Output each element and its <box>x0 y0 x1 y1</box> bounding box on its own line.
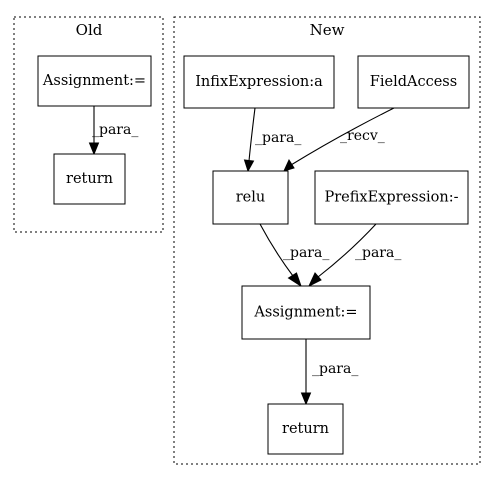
node-old-return: return <box>53 153 126 205</box>
edge-label: _para_ <box>355 245 401 261</box>
cluster-new: New <box>173 16 481 465</box>
edge-old-assignment-to-return: _para_ <box>88 106 138 156</box>
cluster-old: Old <box>13 16 164 233</box>
node-prefix-expression: PrefixExpression:- <box>314 170 469 225</box>
node-new-return: return <box>267 403 344 455</box>
edge-field-to-relu: _recv_ <box>283 107 395 172</box>
svg-text:return: return <box>66 171 113 187</box>
edge-infix-to-relu: _para_ <box>243 107 301 173</box>
edge-label: _recv_ <box>340 128 385 144</box>
svg-text:PrefixExpression:-: PrefixExpression:- <box>324 190 458 206</box>
node-relu: relu <box>212 170 289 225</box>
cluster-old-title: Old <box>76 21 103 39</box>
node-infix-expression: InfixExpression:a <box>183 55 335 109</box>
cluster-new-title: New <box>310 21 345 39</box>
edge-label: _para_ <box>312 361 358 377</box>
edge-label: _para_ <box>255 130 301 146</box>
edge-relu-to-assignment: _para_ <box>259 223 329 288</box>
edge-label: _para_ <box>92 122 138 138</box>
svg-text:FieldAccess: FieldAccess <box>370 74 457 90</box>
svg-text:Assignment:=: Assignment:= <box>42 73 146 89</box>
edge-assignment-to-return: _para_ <box>300 339 358 406</box>
node-old-assignment: Assignment:= <box>37 55 152 107</box>
edge-prefix-to-assignment: _para_ <box>307 223 401 288</box>
svg-text:relu: relu <box>236 190 266 206</box>
node-new-assignment: Assignment:= <box>241 285 371 340</box>
node-field-access: FieldAccess <box>357 55 470 109</box>
svg-text:return: return <box>282 421 329 437</box>
edge-label: _para_ <box>283 245 329 261</box>
svg-text:InfixExpression:a: InfixExpression:a <box>195 74 323 90</box>
svg-text:Assignment:=: Assignment:= <box>253 305 357 321</box>
